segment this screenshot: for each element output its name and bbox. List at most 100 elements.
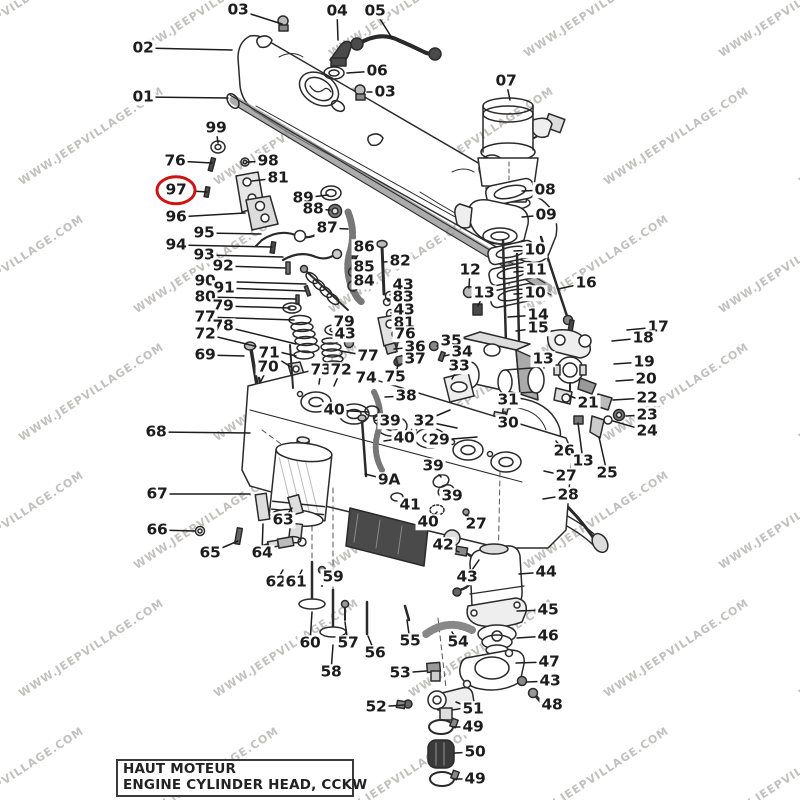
lower-left-parts-drawing xyxy=(196,493,307,548)
part-label-19: 19 xyxy=(631,352,657,371)
part-label-09: 09 xyxy=(533,205,559,224)
part-label-94: 94 xyxy=(163,235,189,254)
part-label-40: 40 xyxy=(321,400,347,419)
part-label-06: 06 xyxy=(364,61,390,80)
part-label-74: 74 xyxy=(353,368,379,387)
part-label-88: 88 xyxy=(300,199,326,218)
part-label-45: 45 xyxy=(535,600,561,619)
part-label-49: 49 xyxy=(460,717,486,736)
part-label-59: 59 xyxy=(320,567,346,586)
part-label-96: 96 xyxy=(163,207,189,226)
part-label-50: 50 xyxy=(462,742,488,761)
part-label-77: 77 xyxy=(355,346,381,365)
part-label-21: 21 xyxy=(575,393,601,412)
part-label-63: 63 xyxy=(270,510,296,529)
part-label-54: 54 xyxy=(445,632,471,651)
part-label-31: 31 xyxy=(495,390,521,409)
part-label-39: 39 xyxy=(377,411,403,430)
part-label-26: 26 xyxy=(551,441,577,460)
part-label-65: 65 xyxy=(197,543,223,562)
part-label-44: 44 xyxy=(533,562,559,581)
part-label-39: 39 xyxy=(420,456,446,475)
part-label-86: 86 xyxy=(351,237,377,256)
part-label-15: 15 xyxy=(525,318,551,337)
part-label-62: 62 xyxy=(263,572,289,591)
part-label-33: 33 xyxy=(446,356,472,375)
part-label-27: 27 xyxy=(463,514,489,533)
title-line-english: ENGINE CYLINDER HEAD, CCKW xyxy=(123,776,368,793)
part-label-92: 92 xyxy=(210,256,236,275)
part-label-01: 01 xyxy=(130,87,156,106)
part-label-52: 52 xyxy=(363,697,389,716)
part-label-78: 78 xyxy=(210,316,236,335)
part-label-87: 87 xyxy=(314,218,340,237)
part-label-90: 90 xyxy=(192,271,218,290)
part-label-68: 68 xyxy=(143,422,169,441)
part-label-58: 58 xyxy=(318,662,344,681)
part-label-93: 93 xyxy=(191,245,217,264)
part-label-20: 20 xyxy=(633,369,659,388)
part-label-43: 43 xyxy=(391,300,417,319)
part-label-57: 57 xyxy=(335,633,361,652)
part-label-28: 28 xyxy=(555,485,581,504)
part-label-37: 37 xyxy=(402,349,428,368)
part-label-82: 82 xyxy=(387,251,413,270)
part-label-55: 55 xyxy=(397,631,423,650)
part-label-14: 14 xyxy=(525,305,551,324)
part-label-41: 41 xyxy=(397,495,423,514)
part-label-43: 43 xyxy=(454,567,480,586)
part-label-32: 32 xyxy=(411,411,437,430)
part-label-42: 42 xyxy=(430,535,456,554)
part-label-71: 71 xyxy=(256,343,282,362)
valves-drawing xyxy=(299,562,367,637)
part-label-70: 70 xyxy=(255,357,281,376)
part-label-07: 07 xyxy=(493,71,519,90)
part-label-12: 12 xyxy=(457,260,483,279)
part-label-9A: 9A xyxy=(375,470,403,489)
part-label-85: 85 xyxy=(351,257,377,276)
part-label-46: 46 xyxy=(535,626,561,645)
part-label-60: 60 xyxy=(297,633,323,652)
part-label-40: 40 xyxy=(391,428,417,447)
part-label-38: 38 xyxy=(393,386,419,405)
part-label-27: 27 xyxy=(553,466,579,485)
part-label-13: 13 xyxy=(530,349,556,368)
part-label-75: 75 xyxy=(382,367,408,386)
part-label-76: 76 xyxy=(392,324,418,343)
part-label-53: 53 xyxy=(387,663,413,682)
part-label-64: 64 xyxy=(249,543,275,562)
part-label-79: 79 xyxy=(331,312,357,331)
part-label-13: 13 xyxy=(471,283,497,302)
part-label-22: 22 xyxy=(634,388,660,407)
part-label-91: 91 xyxy=(211,278,237,297)
part-label-16: 16 xyxy=(573,273,599,292)
part-label-05: 05 xyxy=(362,1,388,20)
part-label-47: 47 xyxy=(536,652,562,671)
part-label-03: 03 xyxy=(225,0,251,19)
part-label-11: 11 xyxy=(523,260,549,279)
part-label-39: 39 xyxy=(439,486,465,505)
part-label-30: 30 xyxy=(495,413,521,432)
part-label-48: 48 xyxy=(539,695,565,714)
part-label-81: 81 xyxy=(265,168,291,187)
part-label-97: 97 xyxy=(155,175,197,205)
part-label-66: 66 xyxy=(144,520,170,539)
gasket-stack-drawing xyxy=(455,177,538,315)
part-label-67: 67 xyxy=(144,484,170,503)
part-label-08: 08 xyxy=(532,180,558,199)
part-label-72: 72 xyxy=(192,324,218,343)
part-label-69: 69 xyxy=(192,345,218,364)
part-label-51: 51 xyxy=(460,699,486,718)
part-label-29: 29 xyxy=(426,430,452,449)
part-label-56: 56 xyxy=(362,643,388,662)
part-label-03: 03 xyxy=(372,82,398,101)
part-label-24: 24 xyxy=(634,421,660,440)
part-label-04: 04 xyxy=(324,1,350,20)
part-label-95: 95 xyxy=(191,223,217,242)
part-label-43: 43 xyxy=(332,324,358,343)
part-label-13: 13 xyxy=(570,451,596,470)
part-label-40: 40 xyxy=(415,512,441,531)
